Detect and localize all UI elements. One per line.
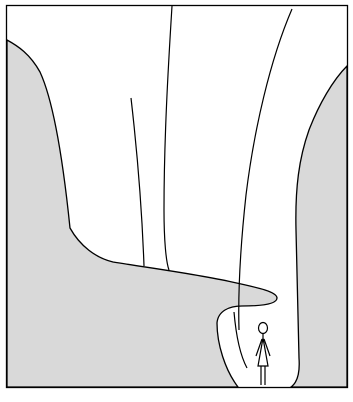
frame-border xyxy=(5,4,349,389)
stick-figure xyxy=(255,321,271,385)
figure-dress xyxy=(257,337,269,367)
right-cliff xyxy=(288,64,348,388)
left-cliff xyxy=(6,38,278,388)
cave-inner-line xyxy=(233,311,248,369)
wall-line-left xyxy=(130,97,145,267)
wall-line-right xyxy=(238,8,293,331)
figure-left-arm xyxy=(255,338,263,357)
wall-line-middle xyxy=(163,5,173,271)
figure-right-arm xyxy=(263,338,271,357)
